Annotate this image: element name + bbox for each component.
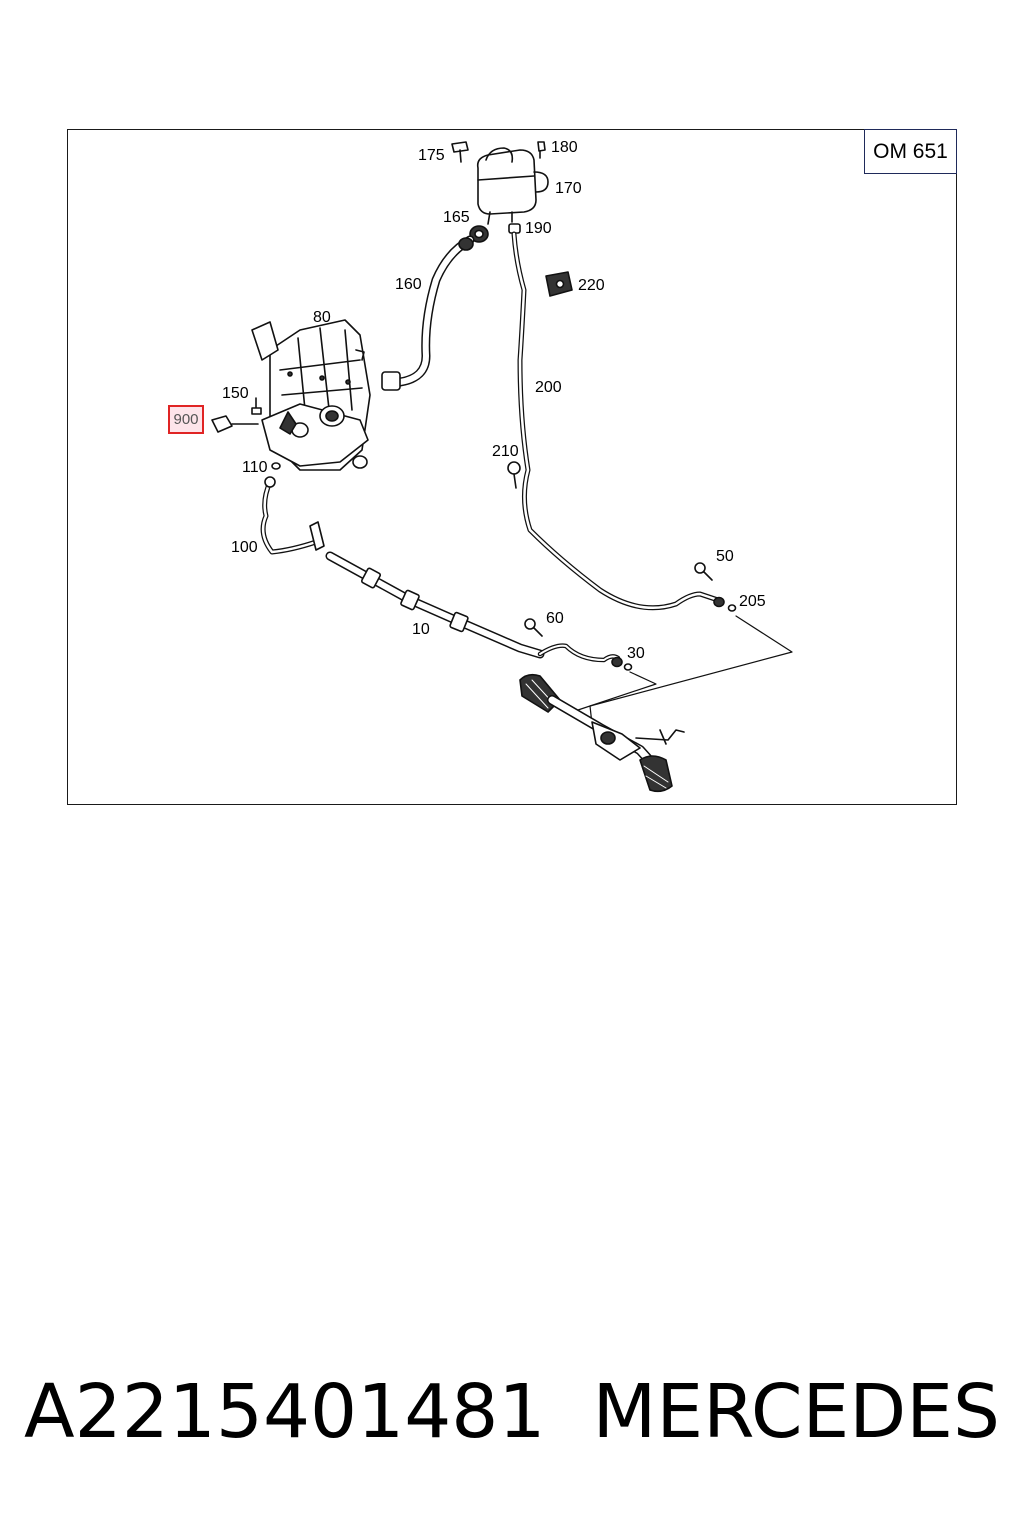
- label-180: 180: [551, 139, 578, 156]
- label-200: 200: [535, 379, 562, 396]
- engine-code-badge: OM 651: [864, 129, 957, 174]
- label-210: 210: [492, 443, 519, 460]
- label-10: 10: [412, 621, 430, 638]
- label-165: 165: [443, 209, 470, 226]
- label-175: 175: [418, 147, 445, 164]
- label-205: 205: [739, 593, 766, 610]
- reservoir-drawing: [451, 141, 549, 225]
- label-160: 160: [395, 276, 422, 293]
- label-100: 100: [231, 539, 258, 556]
- part-number: A2215401481: [24, 1369, 546, 1455]
- label-50: 50: [716, 548, 734, 565]
- label-110: 110: [242, 459, 268, 476]
- highlighted-part-callout[interactable]: 900: [168, 405, 204, 434]
- caption: A2215401481 MERCEDES: [0, 1369, 1024, 1455]
- diagram-frame: [67, 129, 957, 805]
- part-labels: 175 180 170 165 190 220 160 80 150 200 2…: [222, 139, 766, 662]
- label-80: 80: [313, 309, 331, 326]
- label-170: 170: [555, 180, 582, 197]
- steering-rack-drawing: [519, 673, 685, 793]
- label-150: 150: [222, 385, 249, 402]
- label-190: 190: [525, 220, 552, 237]
- brand-name: MERCEDES: [592, 1369, 1000, 1455]
- label-60: 60: [546, 610, 564, 627]
- pump-drawing: [251, 319, 371, 471]
- label-30: 30: [627, 645, 645, 662]
- label-220: 220: [578, 277, 605, 294]
